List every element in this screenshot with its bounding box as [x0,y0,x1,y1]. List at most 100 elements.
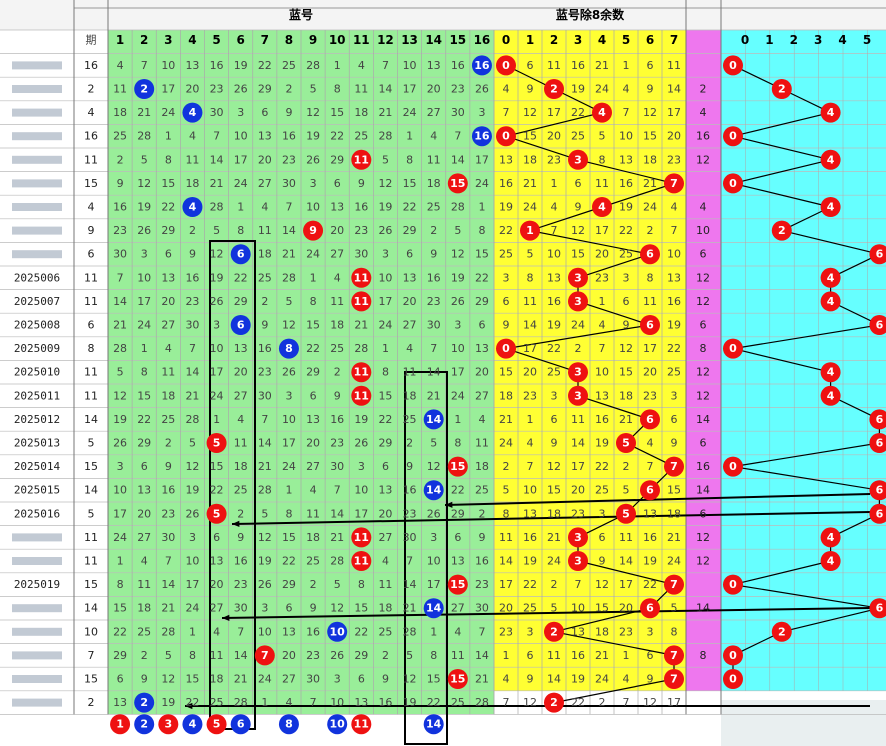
blue-ball-label: 7 [261,649,269,662]
mod8-omit: 25 [571,130,585,143]
cyan-ball [771,79,792,99]
omit-cell: 5 [310,83,317,96]
cyan-ball-label: 6 [876,248,884,261]
blue-ball-label: 11 [354,295,369,308]
omit-cell: 22 [113,625,127,638]
omit-cell: 20 [427,83,441,96]
cyan-ball [869,433,886,453]
omit-cell: 22 [403,201,417,214]
omit-cell: 13 [185,59,199,72]
mod8-omit: 9 [575,201,582,214]
omit-cell: 12 [330,602,344,615]
blue-ball-label: 2 [140,696,148,709]
mod8-omit: 10 [619,130,633,143]
omit-cell: 14 [378,83,392,96]
omit-cell: 25 [161,413,175,426]
mod8-ball-label: 0 [502,342,510,355]
bottom-ball-label: 4 [189,718,197,731]
omit-cell: 12 [161,673,175,686]
mod8-omit: 9 [671,437,678,450]
omit-cell: 27 [137,531,151,544]
omit-cell: 27 [475,389,489,402]
blue-ball-label: 6 [237,248,245,261]
cyan-ball-label: 4 [827,531,835,544]
mod8-header: 蓝号除8余数 [556,7,625,22]
cyan-col-head: 5 [863,33,871,47]
pink-value: 6 [700,507,707,520]
omit-cell: 16 [330,413,344,426]
cyan-ball [820,385,841,406]
mod8-omit: 25 [619,248,633,261]
mod8-ball-label: 6 [646,602,654,615]
blue-ball [254,645,275,666]
omit-cell: 10 [234,130,248,143]
omit-cell: 10 [378,271,392,284]
bottom-ball-label: 1 [116,718,124,731]
omit-cell: 26 [451,295,465,308]
omit-cell: 11 [427,153,441,166]
blue-ball [447,456,468,477]
mod8-omit: 25 [547,366,561,379]
mod8-omit: 18 [499,389,513,402]
mod8-omit: 24 [595,673,609,686]
omit-cell: 1 [382,342,389,355]
mod8-omit: 6 [623,295,630,308]
omit-cell: 14 [475,649,489,662]
omit-cell: 5 [454,224,461,237]
blue-value: 11 [84,366,98,379]
omit-cell: 24 [451,389,465,402]
omit-cell: 6 [213,531,220,544]
omit-cell: 16 [258,342,272,355]
omit-cell: 30 [354,248,368,261]
blue-ball [447,669,468,689]
mod8-col-head: 0 [502,33,510,47]
omit-cell: 7 [141,59,148,72]
blue-ball [423,480,444,501]
omit-cell: 8 [165,153,172,166]
blue-value: 14 [84,602,98,615]
omit-cell: 29 [306,366,320,379]
cyan-ball-label: 6 [876,602,884,615]
mod8-ball-label: 4 [598,106,606,119]
omit-cell: 30 [210,106,224,119]
blue-ball [182,197,203,217]
mod8-omit: 5 [599,130,606,143]
omit-cell: 12 [306,106,320,119]
mod8-omit: 6 [599,531,606,544]
omit-cell: 29 [282,578,296,591]
omit-cell: 23 [403,507,417,520]
period-blur [12,698,62,707]
omit-cell: 23 [306,649,320,662]
mod8-omit: 8 [599,153,606,166]
blue-col-head: 15 [449,33,466,47]
mod8-omit: 6 [551,413,558,426]
mod8-omit: 11 [667,59,681,72]
omit-cell: 21 [427,389,441,402]
mod8-omit: 11 [547,59,561,72]
omit-cell: 25 [113,130,127,143]
mod8-omit: 24 [499,437,513,450]
omit-cell: 23 [234,578,248,591]
omit-cell: 24 [161,106,175,119]
omit-cell: 14 [185,366,199,379]
omit-cell: 7 [237,625,244,638]
omit-cell: 23 [330,437,344,450]
mod8-ball [568,149,588,170]
omit-cell: 16 [210,59,224,72]
omit-cell: 2 [117,153,124,166]
omit-cell: 21 [378,106,392,119]
omit-cell: 10 [330,696,344,709]
header-bg [0,0,886,30]
mod8-omit: 17 [499,578,513,591]
omit-cell: 30 [258,389,272,402]
mod8-ball-label: 2 [550,83,558,96]
omit-cell: 11 [234,437,248,450]
blue-value: 10 [84,625,98,638]
omit-cell: 28 [185,413,199,426]
mod8-omit: 7 [527,460,534,473]
pink-value: 16 [696,460,710,473]
omit-cell: 27 [378,531,392,544]
blue-ball [230,315,251,335]
blue-ball [471,126,492,147]
mod8-ball [664,669,684,689]
